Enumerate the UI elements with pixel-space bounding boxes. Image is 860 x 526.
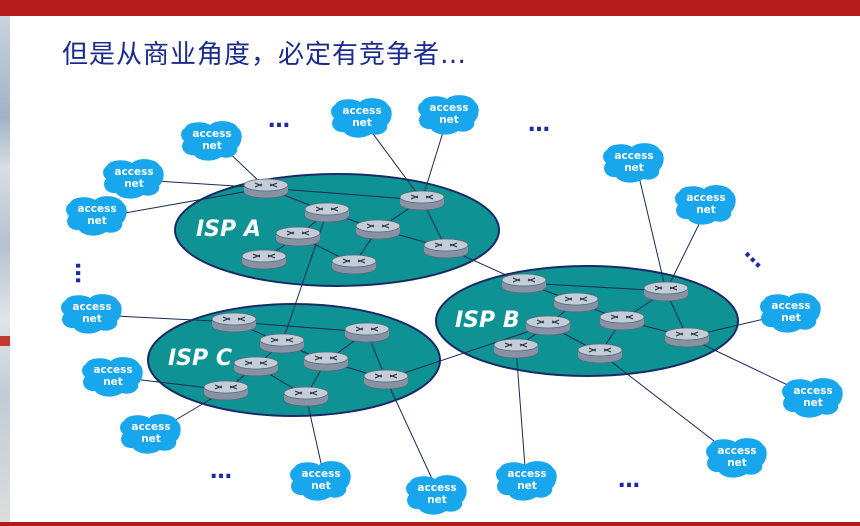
slide-title: 但是从商业角度，必定有竞争者… — [62, 40, 468, 70]
access-net-label-line1: access — [417, 482, 456, 494]
access-net-label-line2: net — [803, 397, 823, 409]
access-net-label-line2: net — [427, 494, 447, 506]
access-net-label-line1: access — [771, 300, 810, 312]
access-net-label-line2: net — [624, 162, 644, 174]
access-net-label-line1: access — [717, 445, 756, 457]
access-net-label-line1: access — [72, 301, 111, 313]
access-net-label-line1: access — [77, 203, 116, 215]
router-icon — [233, 356, 279, 377]
router-icon — [399, 190, 445, 211]
router-icon — [363, 369, 409, 390]
ellipsis-bottom-left: … — [210, 459, 232, 484]
access-net-label-line1: access — [131, 421, 170, 433]
access-net-label-line2: net — [82, 313, 102, 325]
router-icon — [577, 343, 623, 364]
router-icon — [344, 322, 390, 343]
router-icon — [355, 219, 401, 240]
access-net-label-line2: net — [352, 117, 372, 129]
access-net-label-line2: net — [517, 480, 537, 492]
left-photo-strip — [0, 16, 10, 522]
access-net-label-line1: access — [114, 166, 153, 178]
access-net-label-line1: access — [93, 364, 132, 376]
access-net-label-line1: access — [686, 192, 725, 204]
ellipsis-top-left: … — [268, 108, 290, 133]
access-net-label-line1: access — [429, 102, 468, 114]
router-icon — [283, 386, 329, 407]
router-icon — [275, 226, 321, 247]
isp-c-label: ISP C — [168, 346, 232, 371]
router-icon — [599, 310, 645, 331]
router-icon — [331, 254, 377, 275]
router-icon — [303, 351, 349, 372]
router-icon — [304, 202, 350, 223]
access-net-label-line2: net — [87, 215, 107, 227]
access-net-label-line2: net — [781, 312, 801, 324]
access-nets: accessnetaccessnetaccessnetaccessnetacce… — [61, 95, 843, 515]
router-icon — [211, 312, 257, 333]
router-icon — [241, 249, 287, 270]
access-net-label-line2: net — [124, 178, 144, 190]
access-net-label-line2: net — [696, 204, 716, 216]
bottom-accent-bar — [0, 522, 860, 526]
access-net-label-line2: net — [103, 376, 123, 388]
router-icon — [203, 380, 249, 401]
access-net-label-line1: access — [793, 385, 832, 397]
access-net-label-line2: net — [439, 114, 459, 126]
router-icon — [243, 178, 289, 199]
router-icon — [553, 292, 599, 313]
access-net-label-line2: net — [202, 140, 222, 152]
ellipsis-top-right: … — [528, 112, 550, 137]
access-net-label-line1: access — [507, 468, 546, 480]
isp-b-label: ISP B — [455, 308, 520, 333]
access-net-label-line1: access — [342, 105, 381, 117]
access-net-label-line2: net — [311, 480, 331, 492]
router-icon — [423, 238, 469, 259]
access-net-label-line2: net — [141, 433, 161, 445]
ellipsis-right: … — [739, 240, 772, 273]
isp-a-label: ISP A — [196, 217, 261, 242]
router-icon — [525, 315, 571, 336]
router-icon — [664, 327, 710, 348]
access-net-label-line1: access — [192, 128, 231, 140]
router-icon — [493, 338, 539, 359]
access-net-label-line2: net — [727, 457, 747, 469]
ellipsis-bottom-right: … — [618, 468, 640, 493]
router-icon — [501, 273, 547, 294]
ellipsis-left: … — [70, 262, 95, 284]
top-accent-bar — [0, 0, 860, 16]
router-icon — [643, 281, 689, 302]
router-icon — [259, 333, 305, 354]
access-net-label-line1: access — [614, 150, 653, 162]
access-net-label-line1: access — [301, 468, 340, 480]
